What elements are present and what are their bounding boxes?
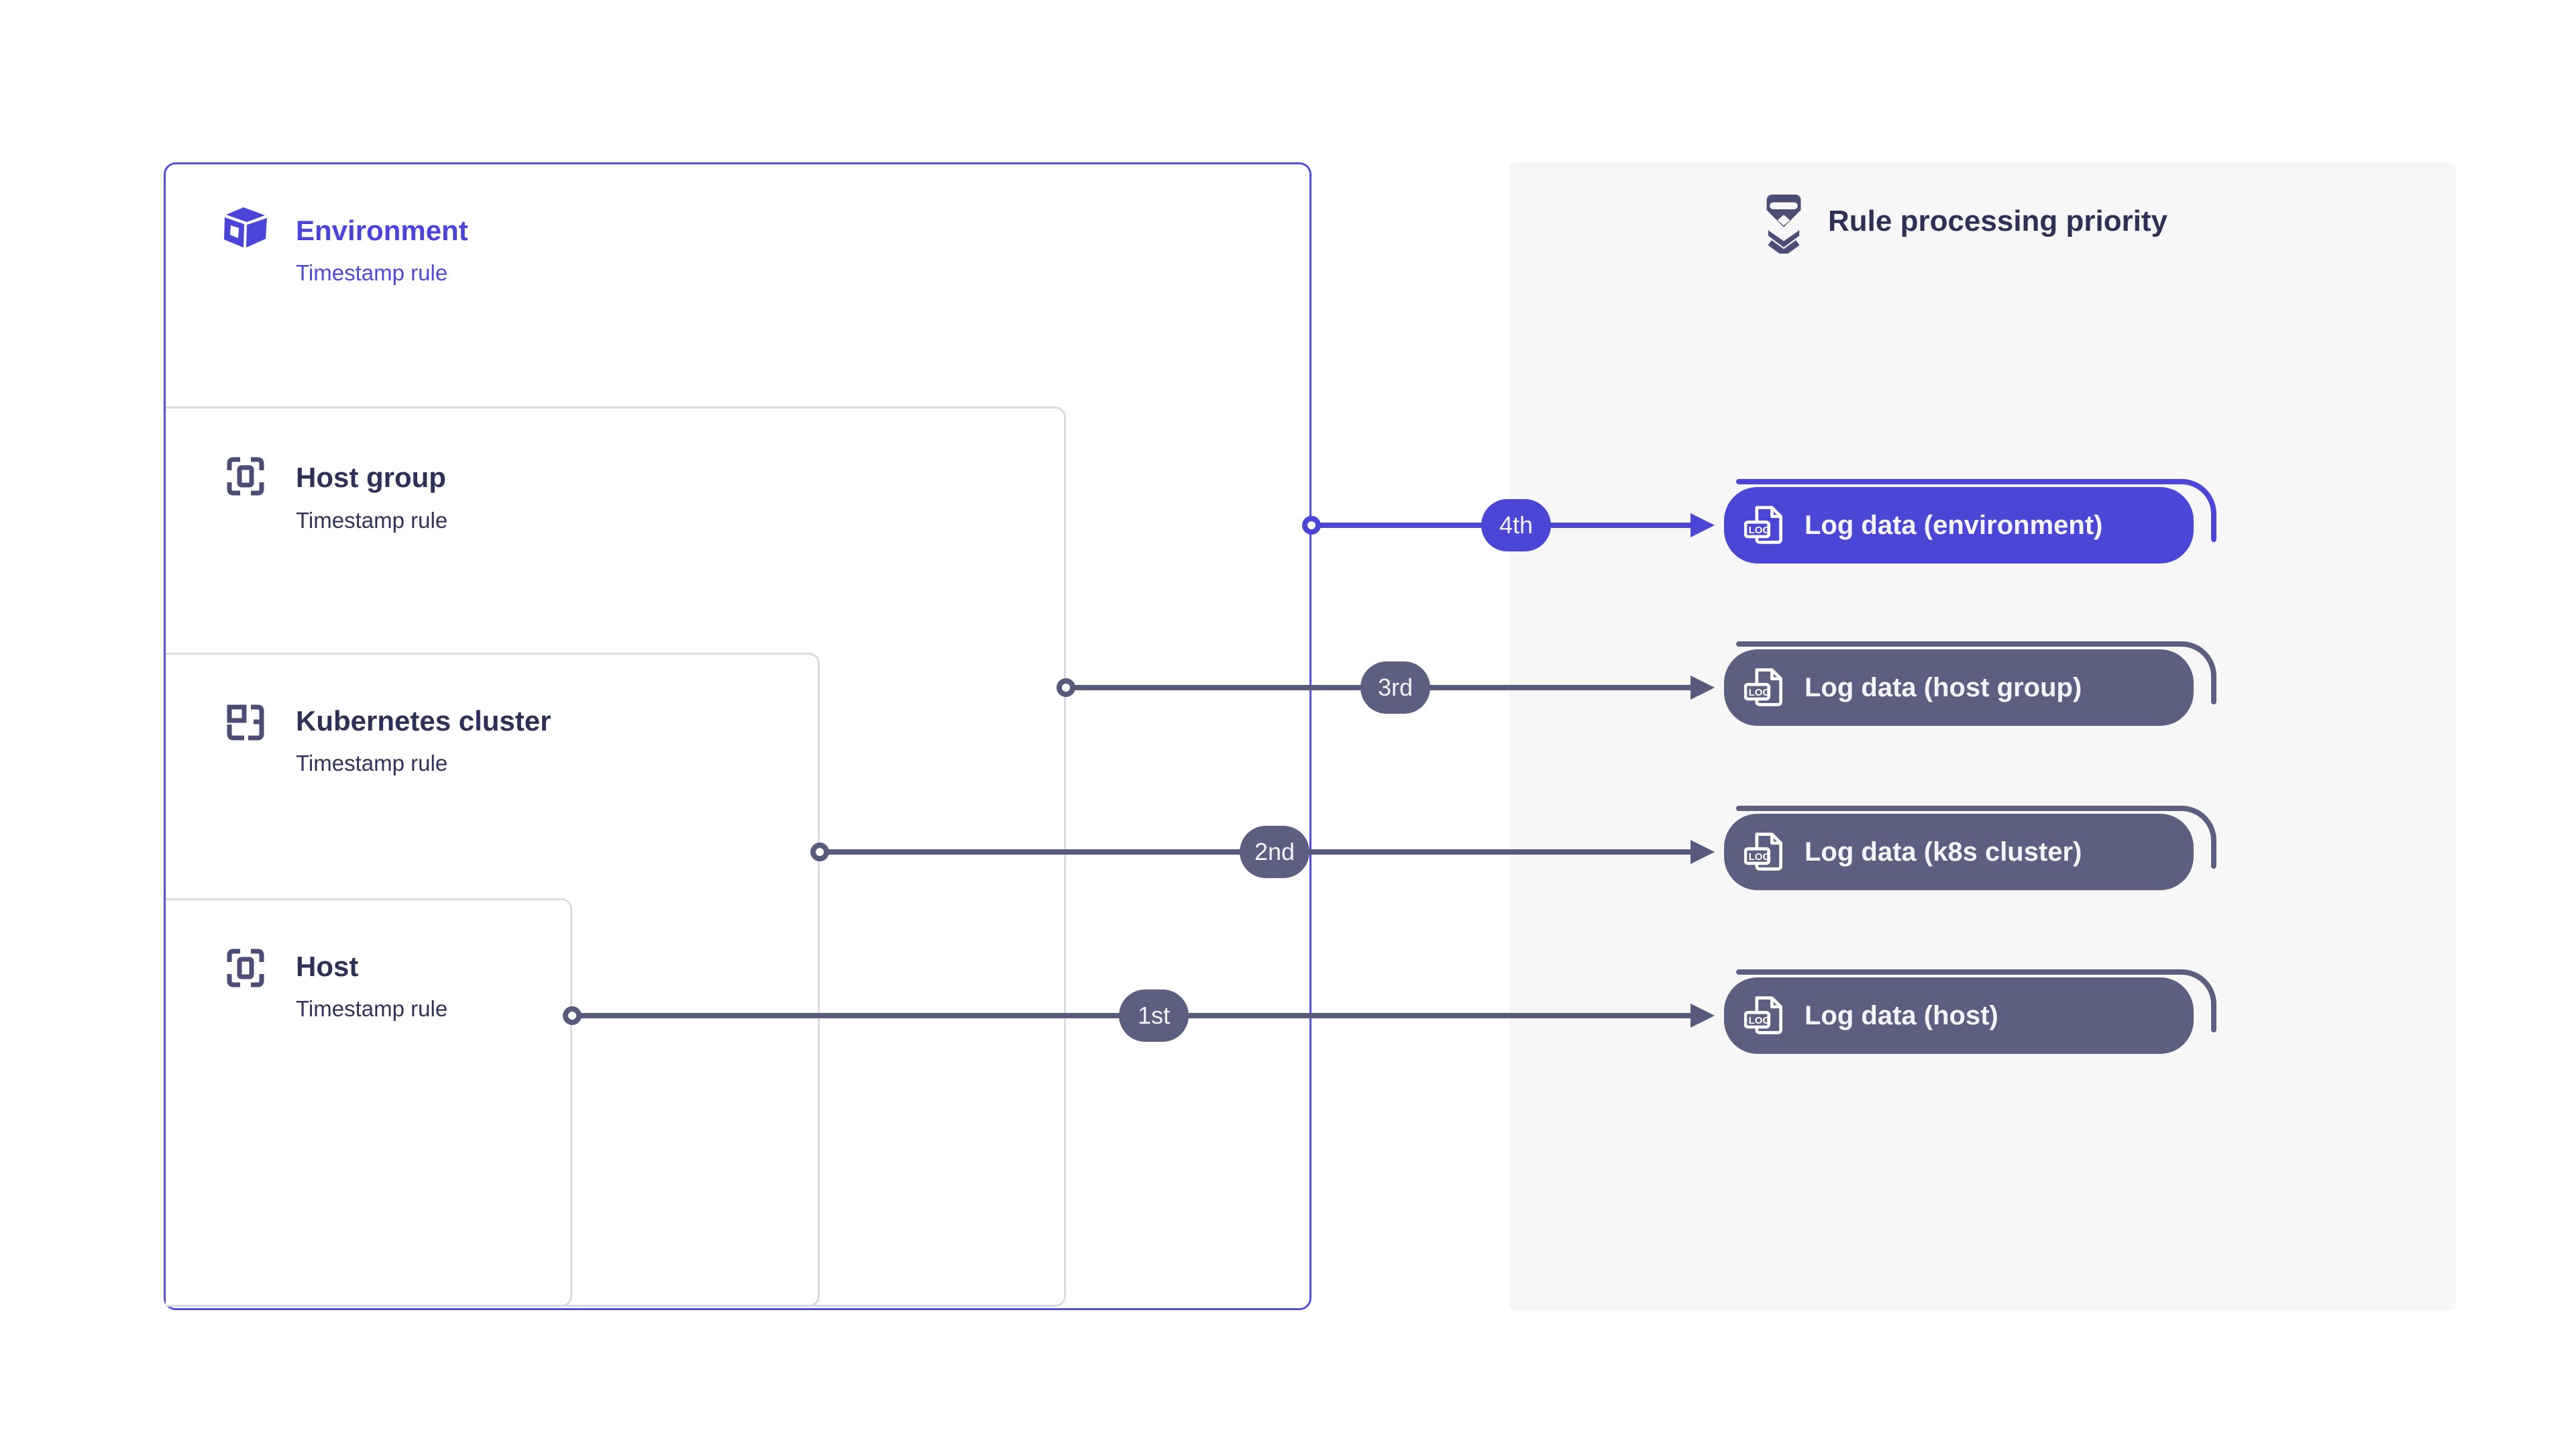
connector-dot [1057, 678, 1075, 697]
stacked-card-outline [1736, 479, 2216, 542]
host-group-icon [227, 457, 264, 496]
svg-text:LOG: LOG [1749, 851, 1771, 863]
panel-title: Rule processing priority [1828, 205, 2168, 237]
log-pill-label: Log data (k8s cluster) [1805, 837, 2082, 867]
svg-text:LOG: LOG [1749, 525, 1771, 536]
kubernetes-cluster-title: Kubernetes cluster [296, 705, 551, 737]
arrow-head-icon [1690, 1004, 1715, 1028]
connector-dot [810, 843, 829, 861]
host-subtitle: Timestamp rule [296, 996, 448, 1021]
environment-subtitle: Timestamp rule [296, 260, 448, 285]
priority-badge: 3rd [1360, 661, 1430, 714]
kubernetes-cluster-icon [227, 704, 264, 741]
priority-rank-icon [1766, 195, 1801, 254]
rule-processing-priority-panel [1509, 162, 2456, 1310]
host-icon [227, 949, 264, 987]
log-pill-label: Log data (host group) [1805, 672, 2082, 702]
stacked-card-outline [1736, 969, 2216, 1032]
arrow-head-icon [1690, 513, 1715, 537]
connector-dot [1302, 516, 1321, 535]
priority-badge: 1st [1119, 989, 1189, 1042]
environment-title: Environment [296, 215, 468, 246]
host-group-subtitle: Timestamp rule [296, 508, 448, 533]
arrow-head-icon [1690, 840, 1715, 864]
log-data-host-group-pill: LOG Log data (host group) [1724, 641, 2216, 726]
stacked-card-outline [1736, 806, 2216, 869]
environment-cube-icon [224, 207, 267, 248]
host-group-title: Host group [296, 462, 446, 493]
arrow-head-icon [1690, 676, 1715, 700]
log-data-host-pill: LOG Log data (host) [1724, 969, 2216, 1054]
priority-badge: 4th [1481, 499, 1551, 551]
priority-badge: 2nd [1240, 826, 1309, 878]
log-data-environment-pill: LOG Log data (environment) [1724, 479, 2216, 564]
host-title: Host [296, 951, 359, 982]
log-file-icon: LOG [1744, 833, 1782, 871]
kubernetes-cluster-subtitle: Timestamp rule [296, 751, 448, 775]
svg-text:LOG: LOG [1749, 1015, 1771, 1026]
log-pill-label: Log data (host) [1805, 1000, 1998, 1030]
log-file-icon: LOG [1744, 506, 1782, 544]
log-file-icon: LOG [1744, 996, 1782, 1034]
svg-text:LOG: LOG [1749, 687, 1771, 698]
connector-dot [563, 1006, 582, 1025]
host-scope-box [166, 898, 572, 1307]
log-data-k8s-pill: LOG Log data (k8s cluster) [1724, 806, 2216, 890]
stacked-card-outline [1736, 641, 2216, 704]
log-pill-label: Log data (environment) [1805, 510, 2103, 540]
log-file-icon: LOG [1744, 668, 1782, 706]
